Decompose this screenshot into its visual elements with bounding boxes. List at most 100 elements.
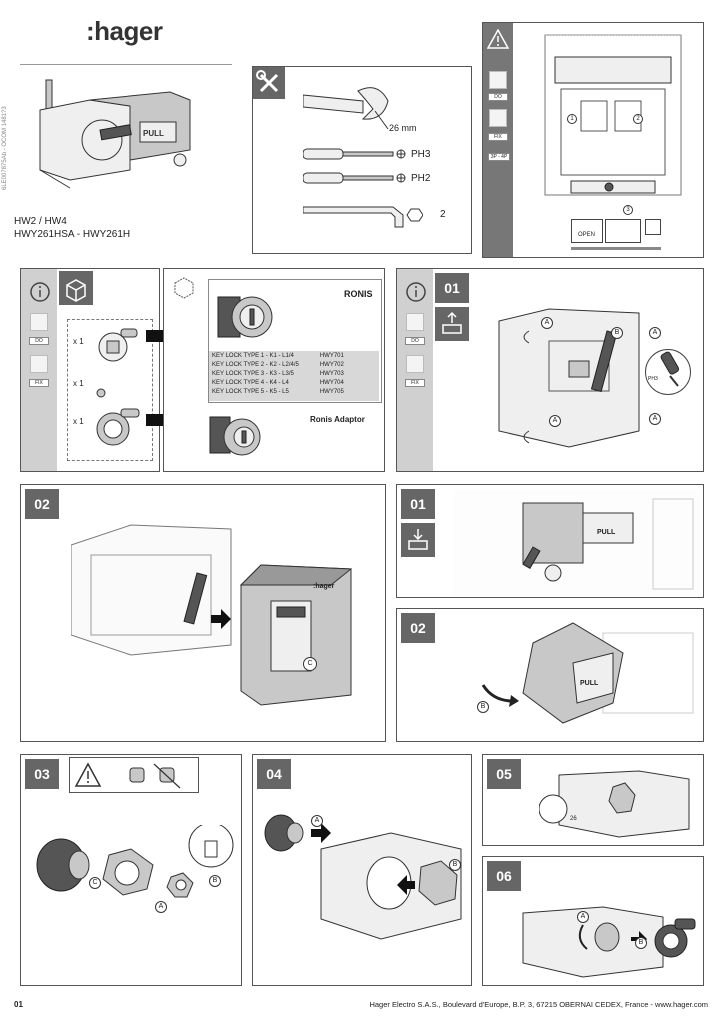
step-02-badge: 02 — [25, 489, 59, 519]
step-03-panel: 03 C B A — [20, 754, 242, 986]
kit-qty-3: x 1 — [73, 417, 84, 426]
s02-hager-badge: :hager — [313, 583, 335, 590]
s02b-callout-b: B — [477, 701, 489, 713]
key-lock-desc: KEY LOCK TYPE 4 - K4 - L4 — [212, 379, 289, 386]
product-line-1: HW2 / HW4 — [14, 216, 67, 227]
s03-warning-box — [69, 757, 199, 793]
header-rule — [20, 64, 232, 65]
step-02-rotate-panel: 02 PULL B — [396, 608, 704, 742]
remove-front-icon — [442, 311, 462, 334]
info-icon — [30, 282, 50, 302]
s06-callout-a: A — [577, 911, 589, 923]
key-lock-desc: KEY LOCK TYPE 1 - K1 - L1/4 — [212, 352, 294, 359]
step-01-remove-cover-panel: DO FIX 01 A B A A A PH3 — [396, 268, 704, 472]
s01-callout-a4: A — [649, 413, 661, 425]
step-02-panel: 02 :hager C — [20, 484, 386, 742]
s01-callout-b: B — [611, 327, 623, 339]
product-illustration: PULL — [39, 79, 191, 189]
key-lock-desc: KEY LOCK TYPE 2 - K2 - L2/4/5 — [212, 361, 299, 368]
wrench-size: 26 mm — [389, 123, 417, 133]
warning-icon — [487, 29, 509, 49]
step-01-badge: 01 — [435, 273, 469, 303]
kit-qty-1: x 1 — [73, 337, 84, 346]
key-table-row: KEY LOCK TYPE 1 - K1 - L1/4 HWY701 — [209, 351, 347, 360]
dim-line — [571, 247, 661, 250]
s05-tighten-drawing — [539, 770, 690, 838]
key-lock-desc: KEY LOCK TYPE 5 - K5 - L5 — [212, 388, 289, 395]
s01-breaker-drawing — [498, 308, 640, 448]
s01-callout-a1: A — [541, 317, 553, 329]
s03-warning-content — [74, 762, 181, 789]
ronis-adaptor-label: Ronis Adaptor — [310, 415, 365, 424]
s03-disassembly-drawing — [36, 825, 234, 898]
screwdriver-ph2: PH2 — [411, 173, 431, 184]
kit-panel: DO FIX x 1 x 1 x 1 — [20, 268, 160, 472]
kit-do-square — [30, 313, 48, 331]
ronis-title: RONIS — [344, 289, 373, 299]
pull-label: PULL — [143, 129, 164, 138]
product-line-2: HWY261HSA - HWY261H — [14, 229, 131, 240]
key-lock-ref: HWY702 — [319, 361, 344, 368]
spring-indicator — [605, 219, 641, 243]
screwdriver-ph3: PH3 — [411, 149, 431, 160]
tag-3p4p: 3P - 4P — [488, 153, 510, 161]
s01-tag-fix: FIX — [405, 379, 425, 387]
wrench-icon — [303, 87, 389, 130]
s04-callout-a: A — [311, 815, 323, 827]
kit-tag-fix: FIX — [29, 379, 49, 387]
screwdriver-bubble-icon — [660, 351, 680, 387]
step-04-panel: 04 A B — [252, 754, 472, 986]
s02b-pull-label: PULL — [580, 680, 599, 687]
hex-key-icon — [303, 206, 423, 228]
kit-qty-2: x 1 — [73, 379, 84, 388]
key-table-row: KEY LOCK TYPE 4 - K4 - L4 HWY704 — [209, 378, 347, 387]
s05-wrench-size: 26 — [570, 816, 577, 822]
s02b-rotate-drawing — [481, 622, 694, 724]
key-lock-ref: HWY704 — [319, 379, 344, 386]
insert-front-icon — [408, 529, 428, 550]
s01b-lock-drawing — [453, 489, 701, 595]
callout-1: 1 — [567, 114, 577, 124]
footer-page-number: 01 — [14, 1000, 23, 1009]
callout-2: 2 — [633, 114, 643, 124]
step-01-remove-lock-panel: 01 PULL — [396, 484, 704, 598]
lock-indicator — [645, 219, 661, 235]
s03-callout-c: C — [89, 877, 101, 889]
step-03-badge: 03 — [25, 759, 59, 789]
s01b-pull-label: PULL — [597, 529, 616, 536]
tools-icon-bg — [253, 67, 285, 99]
s06-adaptor-drawing — [522, 906, 696, 978]
step-01b-badge: 01 — [401, 489, 435, 519]
s01-screwdriver-bubble: PH3 — [645, 349, 691, 395]
ronis-lock-drawing — [217, 296, 273, 338]
s02-breaker-drawing — [71, 524, 353, 706]
tag-fix: FIX — [488, 133, 508, 141]
insert-icon-bg — [401, 523, 435, 557]
key-lock-ref: HWY701 — [319, 352, 344, 359]
s04-install-drawing — [264, 814, 462, 940]
s03-callout-b: B — [209, 875, 221, 887]
hex-key-size: 2 — [440, 209, 446, 220]
open-indicator: OPEN — [571, 219, 603, 243]
step-04-badge: 04 — [257, 759, 291, 789]
key-table-row: KEY LOCK TYPE 2 - K2 - L2/4/5 HWY702 — [209, 360, 347, 369]
kit-parts-drawing — [96, 328, 140, 446]
s02-callout-c: C — [303, 657, 317, 671]
package-icon — [66, 279, 86, 302]
ronis-adaptor-drawing — [209, 416, 261, 456]
step-06-badge: 06 — [487, 861, 521, 891]
key-lock-desc: KEY LOCK TYPE 3 - K3 - L3/5 — [212, 370, 294, 377]
kit-fix-square — [30, 355, 48, 373]
step-06-panel: 06 A B — [482, 856, 704, 986]
doc-code: 6LE007875Ab - OCOM 1481?3 — [2, 106, 8, 190]
s01-ph-label: PH3 — [648, 376, 658, 382]
footer-address: Hager Electro S.A.S., Boulevard d'Europe… — [369, 1000, 708, 1009]
s01-fix-square — [406, 355, 424, 373]
step-05-badge: 05 — [487, 759, 521, 789]
screwdriver-icon — [303, 148, 406, 184]
